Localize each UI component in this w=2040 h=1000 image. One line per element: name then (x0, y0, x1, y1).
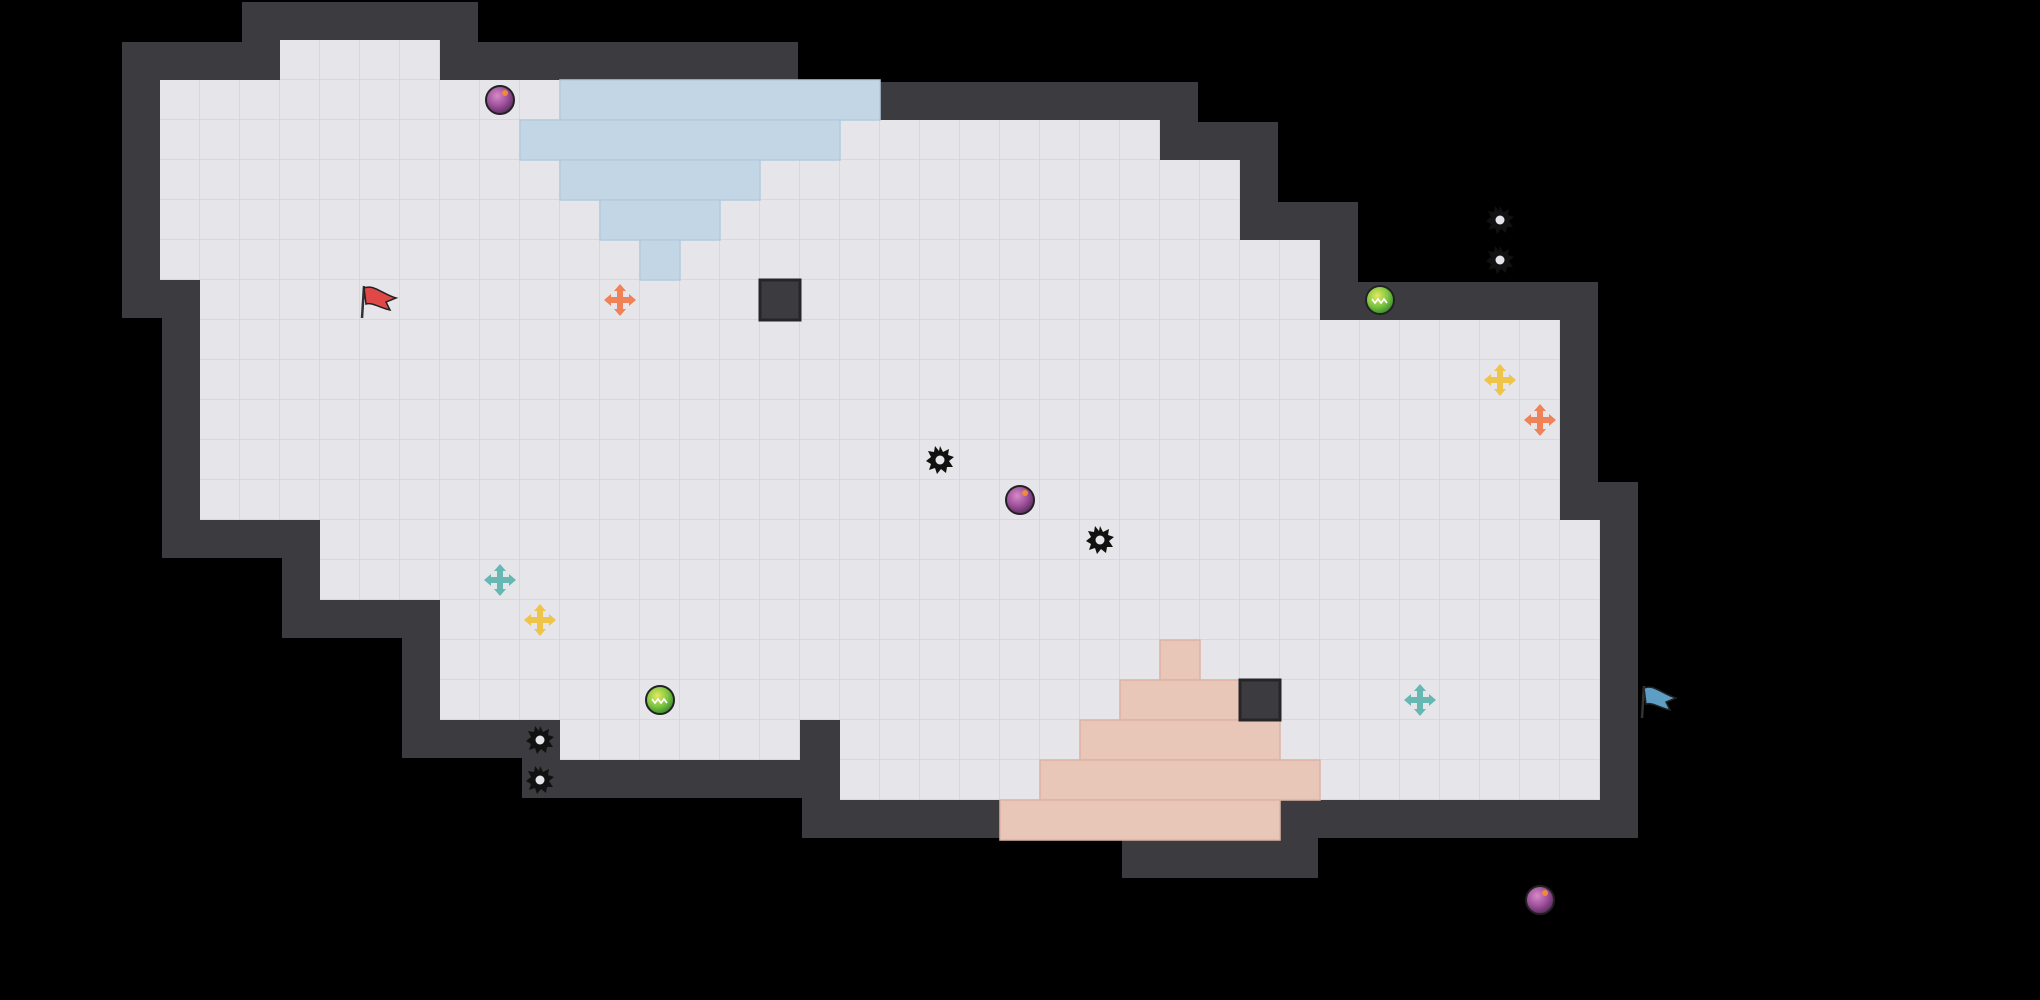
powerup-orb-icon (1005, 485, 1035, 515)
wall-block (1238, 678, 1282, 722)
blue-team-flag[interactable] (1640, 685, 1679, 719)
red-flag-icon (363, 286, 399, 312)
floor-tile-run (840, 760, 1040, 800)
floor-tile-run (320, 560, 1600, 600)
powerup[interactable] (645, 685, 675, 715)
floor-tile-run (200, 440, 1560, 480)
red-team-flag[interactable] (360, 285, 399, 319)
red-team-zone (1159, 639, 1201, 681)
floor-tile-run (200, 480, 1560, 520)
floor-tile-run (160, 240, 1320, 280)
red-team-zone (999, 799, 1281, 841)
powerup[interactable] (1365, 285, 1395, 315)
red-team-zone (1079, 719, 1281, 761)
red-team-zone (1039, 759, 1321, 801)
floor-tile-run (440, 640, 1600, 680)
powerup[interactable] (485, 85, 515, 115)
blue-team-zone (559, 79, 881, 121)
blue-flag-icon (1643, 686, 1679, 712)
floor-tile-run (560, 720, 800, 760)
floor-tile-run (200, 320, 1560, 360)
zigzag-icon (1371, 297, 1388, 305)
powerup-orb-icon (485, 85, 515, 115)
spike-icon (1486, 206, 1514, 234)
floor-tile-run (840, 720, 1080, 760)
wall-block (758, 278, 802, 322)
green-orb-icon (645, 685, 675, 715)
team-zones (519, 79, 1321, 841)
orb-highlight-icon (502, 90, 508, 96)
wall-blocks (758, 278, 1282, 722)
floor-tile-run (440, 680, 800, 720)
floor-tile-run (320, 520, 1600, 560)
floor-tile-run (200, 400, 1560, 440)
blue-team-zone (639, 239, 681, 281)
map-items (360, 85, 1679, 915)
orb-highlight-icon (1022, 490, 1028, 496)
spike-icon (1486, 246, 1514, 274)
powerup[interactable] (1525, 885, 1555, 915)
red-team-zone (1119, 679, 1241, 721)
orb-highlight-icon (1542, 890, 1548, 896)
floor-tile-run (200, 360, 1560, 400)
powerup[interactable] (1005, 485, 1035, 515)
floor-tile-run (800, 120, 1160, 160)
floor-tile-run (280, 40, 440, 80)
powerup-orb-icon (1525, 885, 1555, 915)
floor-tile-run (840, 160, 1240, 200)
green-orb-icon (1365, 285, 1395, 315)
blue-team-zone (559, 159, 761, 201)
floor-tile-run (440, 600, 1600, 640)
blue-team-zone (599, 199, 721, 241)
floor-tile-run (160, 120, 480, 160)
map-floor (160, 40, 1600, 840)
zigzag-icon (651, 697, 668, 705)
blue-team-zone (519, 119, 841, 161)
